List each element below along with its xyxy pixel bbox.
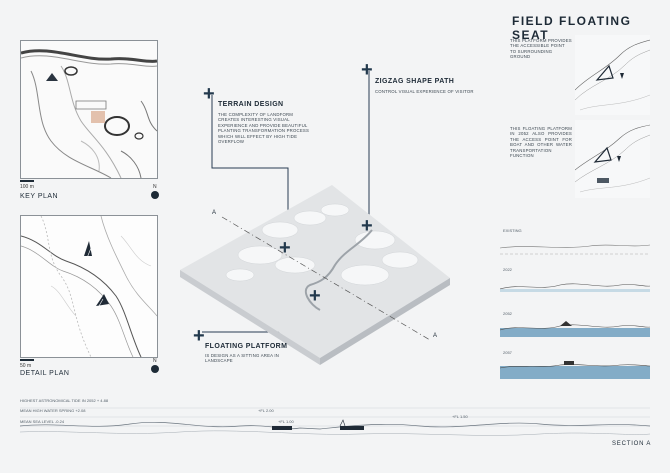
north-arrow-icon	[151, 191, 159, 199]
stage-existing-section	[500, 244, 650, 255]
floating-platform-note: THIS FLOATING PLATFORM IN 2052 ALSO PROV…	[510, 126, 572, 159]
terrain-design-text: THE COMPLEXITY OF LANDFORM CREATES INTER…	[218, 112, 310, 145]
section-marker-a-start: A	[212, 210, 217, 216]
key-plan-drawing	[20, 41, 158, 179]
key-plan-map	[20, 40, 158, 179]
section-marker-a-end: A	[433, 333, 438, 339]
section-tide-highest: HIGHEST ASTRONOMICAL TIDE IN 2052 + 4.88	[20, 398, 109, 403]
platform-access-note: THIS PLATFORM PROVIDES THE ACCESSIBLE PO…	[510, 38, 572, 60]
section-tide-mean-high: MEAN HIGH WATER SPRING +2.08	[20, 408, 86, 413]
zigzag-path-text: CONTROL VISUAL EXPERIENCE OF VISITOR	[375, 89, 474, 94]
section-tide-mean-sea: MEAN SEA LEVEL -0.24	[20, 419, 65, 424]
stage-2022-label: 2022	[503, 267, 512, 272]
detail-plan-map	[20, 215, 158, 358]
key-plan-scale-label: 100 m	[20, 184, 34, 190]
platform-sketch-1	[575, 35, 650, 115]
cross-marker-icon: +	[279, 237, 291, 259]
platform-sketch-2	[575, 120, 650, 198]
terrain-model-drawing	[180, 71, 450, 365]
cross-marker-icon: +	[361, 215, 373, 237]
detail-plan-drawing	[20, 215, 158, 358]
detail-plan-north-label: N	[153, 358, 157, 364]
cross-marker-icon: +	[203, 83, 215, 105]
zigzag-path-heading: ZIGZAG SHAPE PATH	[375, 78, 455, 85]
section-a-drawing	[19, 407, 651, 436]
cross-marker-icon: +	[309, 285, 321, 307]
section-level-2: +FL 1.50	[452, 414, 468, 419]
cross-marker-icon: +	[193, 325, 205, 347]
floating-platform-text: IS DESIGN AS A SITTING AREA IN LANDSCAPE	[205, 353, 280, 364]
terrain-design-heading: TERRAIN DESIGN	[218, 101, 284, 108]
detail-plan-scale-label: 50 m	[20, 363, 32, 369]
stage-2057-label: 2057	[503, 350, 512, 355]
stage-2022-section	[500, 283, 650, 292]
page-title: FIELD FLOATING SEAT	[512, 14, 632, 42]
detail-plan-label: DETAIL PLAN	[20, 370, 70, 377]
floating-platform-heading: FLOATING PLATFORM	[205, 343, 288, 350]
cross-marker-icon: +	[361, 59, 373, 81]
detail-plan-scale-bar	[20, 359, 34, 361]
stage-2052-label: 2052	[503, 311, 512, 316]
stage-existing-label: EXISTING	[503, 228, 522, 233]
section-level-1: +FL 2.00	[258, 408, 274, 413]
north-arrow-icon	[151, 365, 159, 373]
section-level-3: +FL 1.00	[278, 419, 294, 424]
section-a-label: SECTION A	[612, 441, 652, 447]
stage-2057-section	[500, 361, 650, 379]
key-plan-scale-bar	[20, 180, 34, 182]
key-plan-label: KEY PLAN	[20, 193, 59, 200]
stage-2052-section	[500, 321, 650, 337]
key-plan-north-label: N	[153, 184, 157, 190]
